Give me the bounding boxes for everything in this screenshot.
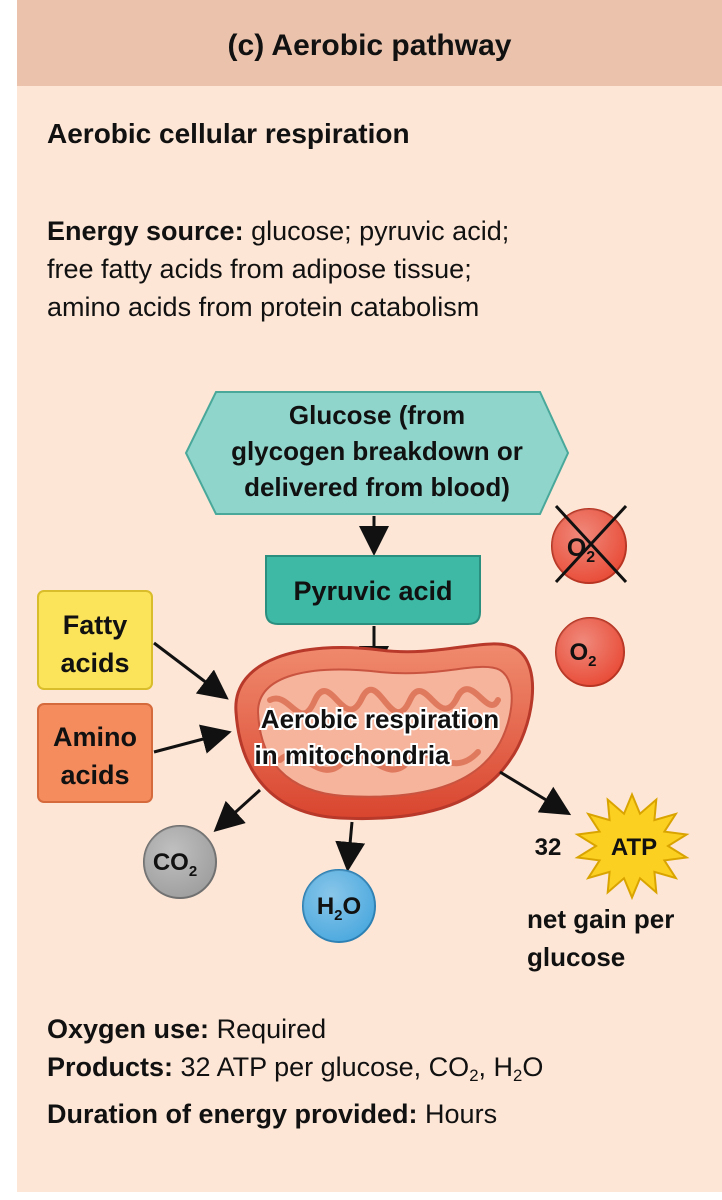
glucose-line3: delivered from blood) <box>244 472 510 502</box>
energy-source-line2: free fatty acids from adipose tissue; <box>47 254 472 284</box>
duration-label: Duration of energy provided: <box>47 1099 418 1130</box>
energy-source-line3: amino acids from protein catabolism <box>47 292 480 322</box>
co2-label: CO2 <box>153 849 197 880</box>
mitochondria-line2: in mitochondria <box>255 740 451 770</box>
subtitle: Aerobic cellular respiration <box>47 118 410 149</box>
products-label: Products: <box>47 1052 174 1082</box>
energy-source-label: Energy source: <box>47 216 244 246</box>
fatty-acids-line2: acids <box>60 648 129 678</box>
energy-source-line1: glucose; pyruvic acid; <box>251 216 510 246</box>
atp-count: 32 <box>535 834 562 861</box>
co2-icon: CO2 <box>143 825 217 899</box>
cristae-folds <box>267 686 501 717</box>
arrow-to-atp <box>499 770 572 816</box>
atp-label: ATP <box>611 834 657 861</box>
net-gain-line1: net gain per <box>527 904 674 934</box>
amino-acids-line1: Amino <box>53 722 137 752</box>
o2-not-used-icon: O2 <box>551 504 628 584</box>
o2-label: O2 <box>569 639 596 670</box>
page-title: (c) Aerobic pathway <box>227 29 512 62</box>
fatty-acids-node: Fatty acids <box>37 590 153 690</box>
header-bar: (c) Aerobic pathway <box>17 0 722 86</box>
pyruvic-acid-node: Pyruvic acid <box>265 555 481 625</box>
glucose-line2: glycogen breakdown or <box>231 436 523 466</box>
duration-value: Hours <box>425 1099 498 1130</box>
summary-footer: Oxygen use: Required Products: 32 ATP pe… <box>47 1010 543 1133</box>
net-gain-line2: glucose <box>527 942 625 972</box>
mitochondria-line1: Aerobic respiration <box>261 704 499 734</box>
h2o-icon: H2O <box>302 869 376 943</box>
o2-icon: O2 <box>555 617 625 687</box>
oxygen-use-value: Required <box>216 1014 327 1044</box>
products-value: 32 ATP per glucose, CO2, H2O <box>180 1052 544 1086</box>
arrow-to-co2 <box>213 788 262 833</box>
energy-source-text: Energy source: glucose; pyruvic acid; fr… <box>47 212 509 326</box>
h2o-label: H2O <box>317 893 361 924</box>
arrow-to-h2o <box>335 821 366 872</box>
arrow-amino-acids <box>153 724 232 754</box>
mitochondrion-illustration: Aerobic respiration in mitochondria <box>234 642 535 821</box>
glucose-node: Glucose (from glycogen breakdown or deli… <box>184 391 570 515</box>
glucose-line1: Glucose (from <box>289 400 465 430</box>
cross-line-2 <box>554 504 628 584</box>
arrow-fatty-acids <box>153 641 229 700</box>
pyruvic-acid-label: Pyruvic acid <box>293 576 452 606</box>
amino-acids-node: Amino acids <box>37 703 153 803</box>
atp-starburst: ATP <box>574 791 690 901</box>
amino-acids-line2: acids <box>60 760 129 790</box>
cristae-folds-lower <box>277 749 481 773</box>
fatty-acids-line1: Fatty <box>63 610 128 640</box>
oxygen-use-label: Oxygen use: <box>47 1014 210 1044</box>
